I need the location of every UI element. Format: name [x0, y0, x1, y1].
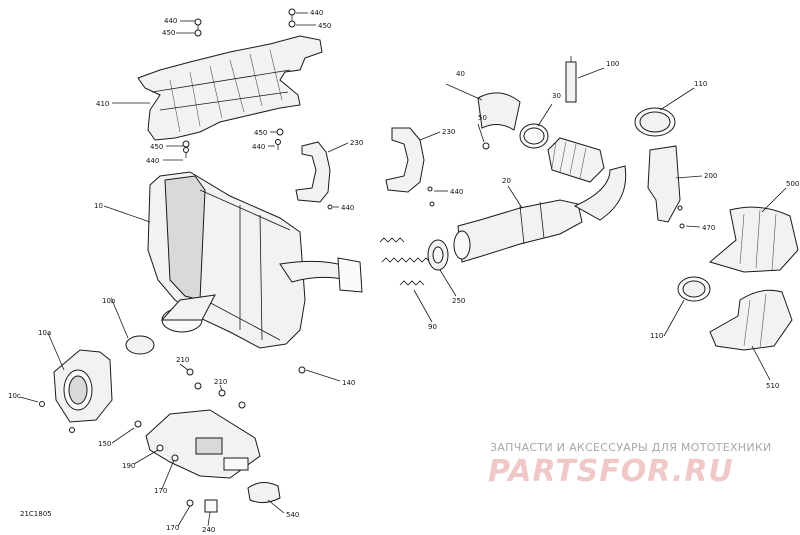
heat-shield-510 [709, 289, 793, 351]
callout-230: 230 [442, 128, 455, 136]
callout-440: 440 [146, 157, 159, 165]
callout-150: 150 [98, 440, 111, 448]
callout-10c: 10c [8, 392, 21, 400]
callout-410: 410 [96, 100, 109, 108]
callout-230: 230 [350, 139, 363, 147]
callout-190: 190 [122, 462, 135, 470]
watermark-caption: ЗАПЧАСТИ И АКСЕССУАРЫ ДЛЯ МОТОТЕХНИКИ [490, 441, 772, 454]
leader-lines [19, 12, 787, 527]
callout-170: 170 [166, 524, 179, 532]
bolt-470-a [677, 205, 683, 211]
callout-440: 440 [341, 204, 354, 212]
callout-440: 440 [310, 9, 323, 17]
flex-joint [547, 137, 605, 183]
gasket-30 [519, 123, 549, 149]
o2-sensor-100 [565, 56, 577, 103]
clamp-40 [477, 92, 521, 150]
callout-110: 110 [650, 332, 663, 340]
callout-10: 10 [94, 202, 103, 210]
callout-10a: 10a [38, 329, 51, 337]
callout-30: 30 [552, 92, 561, 100]
catalyst-pipe-20 [453, 165, 627, 263]
callout-470: 470 [702, 224, 715, 232]
callout-250: 250 [452, 297, 465, 305]
callout-100: 100 [606, 60, 619, 68]
callout-40: 40 [456, 70, 465, 78]
callout-90: 90 [428, 323, 437, 331]
callout-20: 20 [502, 177, 511, 185]
callout-450: 450 [254, 129, 267, 137]
bolt-470-b [679, 223, 685, 229]
callout-440: 440 [164, 17, 177, 25]
callout-110: 110 [694, 80, 707, 88]
bracket-200 [647, 145, 681, 223]
callout-50: 50 [478, 114, 487, 122]
callout-450: 450 [150, 143, 163, 151]
watermark-logo: PARTSFOR.RU [488, 454, 734, 489]
callout-450: 450 [162, 29, 175, 37]
callout-240: 240 [202, 526, 215, 534]
heat-shield-500 [708, 206, 799, 273]
callout-450: 450 [318, 22, 331, 30]
gasket-250 [427, 239, 449, 271]
callout-440: 440 [450, 188, 463, 196]
callout-510: 510 [766, 382, 779, 390]
callout-210: 210 [214, 378, 227, 386]
callout-10b: 10b [102, 297, 116, 305]
callout-500: 500 [786, 180, 799, 188]
callouts: 440 450 440 450 410 450 440 450 440 230 … [8, 9, 799, 534]
rubber-mount-540 [247, 482, 281, 504]
bracket-230-right [385, 127, 435, 207]
heat-shield-410 [137, 35, 323, 141]
callout-540: 540 [286, 511, 299, 519]
bracket-230-left [295, 141, 333, 210]
bolts-misc [39, 366, 306, 462]
callout-200: 200 [704, 172, 717, 180]
callout-140: 140 [342, 379, 355, 387]
callout-170: 170 [154, 487, 167, 495]
diagram-code: 21C1805 [20, 510, 52, 518]
clamp-110-lower [677, 276, 711, 302]
clamp-110-upper [634, 107, 676, 137]
callout-210: 210 [176, 356, 189, 364]
callout-440: 440 [252, 143, 265, 151]
outlet-tube-10b [125, 294, 216, 355]
mount-bracket-190 [145, 409, 261, 479]
nut-170-240 [186, 499, 218, 513]
exhaust-tip-10a [53, 349, 113, 423]
